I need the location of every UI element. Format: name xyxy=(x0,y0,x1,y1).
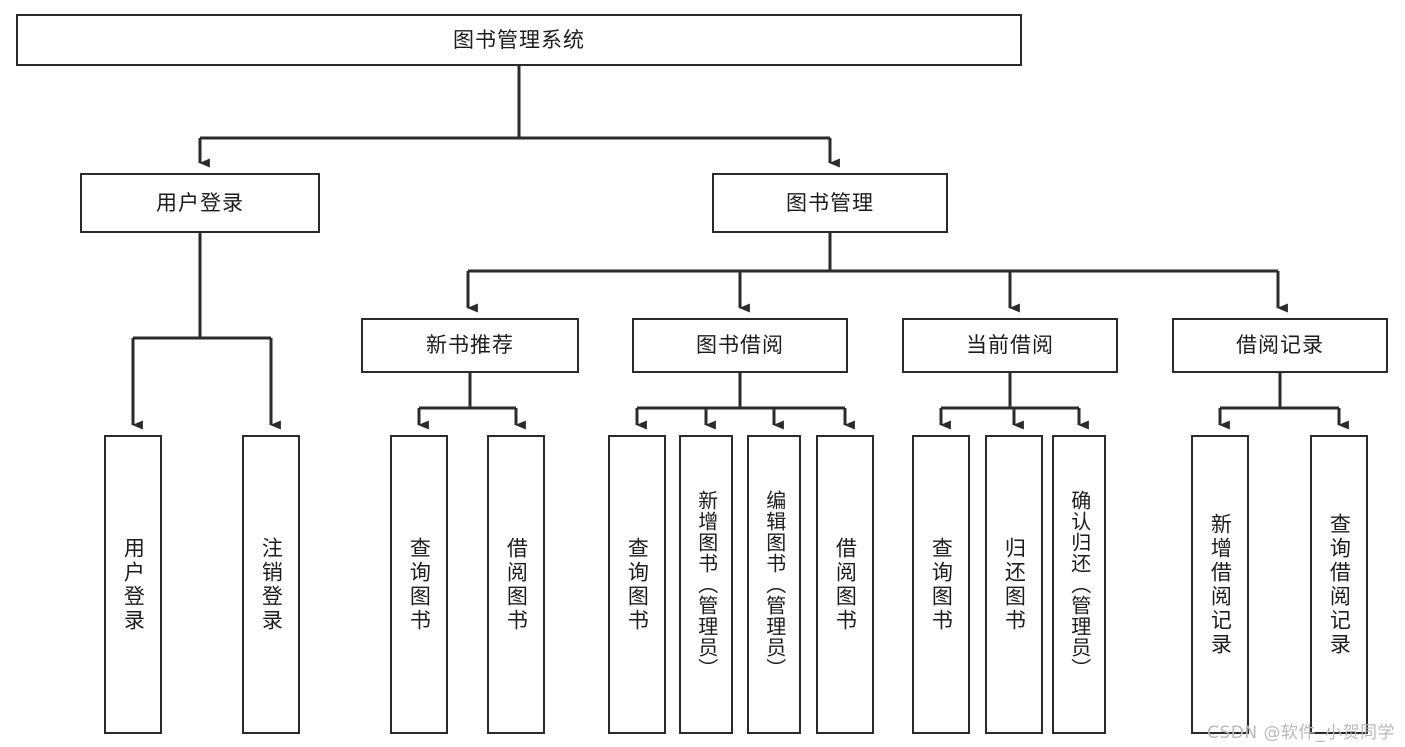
csdn-watermark: CSDN @软件_小贺同学 xyxy=(1207,723,1395,743)
node-leaf-borrow-book[interactable]: 借阅图书 xyxy=(816,435,874,734)
node-label: 借阅图书 xyxy=(833,536,858,633)
node-leaf-add-book-admin[interactable]: 新增图书（管理员） xyxy=(679,435,733,734)
node-label: 新增图书（管理员） xyxy=(694,490,719,679)
node-label: 查询图书 xyxy=(625,536,650,633)
node-label: 当前借阅 xyxy=(966,333,1054,358)
node-current-borrow[interactable]: 当前借阅 xyxy=(902,318,1118,373)
node-label: 查询借阅记录 xyxy=(1327,512,1352,657)
node-label: 查询图书 xyxy=(929,536,954,633)
node-label: 用户登录 xyxy=(121,536,146,633)
node-label: 图书借阅 xyxy=(696,333,784,358)
node-label: 借阅图书 xyxy=(504,536,529,633)
node-leaf-query-borrow-record[interactable]: 查询借阅记录 xyxy=(1310,435,1368,734)
node-book-borrow[interactable]: 图书借阅 xyxy=(632,318,848,373)
node-label: 图书管理 xyxy=(786,190,874,215)
node-label: 编辑图书（管理员） xyxy=(762,490,787,679)
node-label: 确认归还（管理员） xyxy=(1067,490,1092,679)
node-leaf-add-borrow-record[interactable]: 新增借阅记录 xyxy=(1191,435,1249,734)
node-label: 查询图书 xyxy=(407,536,432,633)
node-label: 注销登录 xyxy=(259,536,284,633)
node-leaf-return-book[interactable]: 归还图书 xyxy=(985,435,1043,734)
node-new-book-recommend[interactable]: 新书推荐 xyxy=(361,318,579,373)
node-label: 用户登录 xyxy=(156,190,244,215)
node-root-system[interactable]: 图书管理系统 xyxy=(16,14,1022,66)
node-label: 借阅记录 xyxy=(1236,333,1324,358)
node-user-login[interactable]: 用户登录 xyxy=(80,173,320,233)
node-leaf-query-book-borrow[interactable]: 查询图书 xyxy=(608,435,666,734)
node-leaf-query-book-current[interactable]: 查询图书 xyxy=(912,435,970,734)
node-label: 归还图书 xyxy=(1002,536,1027,633)
node-leaf-query-book-recommend[interactable]: 查询图书 xyxy=(390,435,448,734)
node-leaf-logout[interactable]: 注销登录 xyxy=(242,435,300,734)
node-label: 图书管理系统 xyxy=(453,27,585,52)
node-borrow-records[interactable]: 借阅记录 xyxy=(1172,318,1388,373)
node-leaf-edit-book-admin[interactable]: 编辑图书（管理员） xyxy=(747,435,801,734)
node-label: 新增借阅记录 xyxy=(1208,512,1233,657)
node-leaf-borrow-book-recommend[interactable]: 借阅图书 xyxy=(487,435,545,734)
node-label: 新书推荐 xyxy=(426,333,514,358)
node-book-management[interactable]: 图书管理 xyxy=(712,173,948,233)
node-leaf-user-login[interactable]: 用户登录 xyxy=(104,435,162,734)
node-leaf-confirm-return-admin[interactable]: 确认归还（管理员） xyxy=(1052,435,1106,734)
